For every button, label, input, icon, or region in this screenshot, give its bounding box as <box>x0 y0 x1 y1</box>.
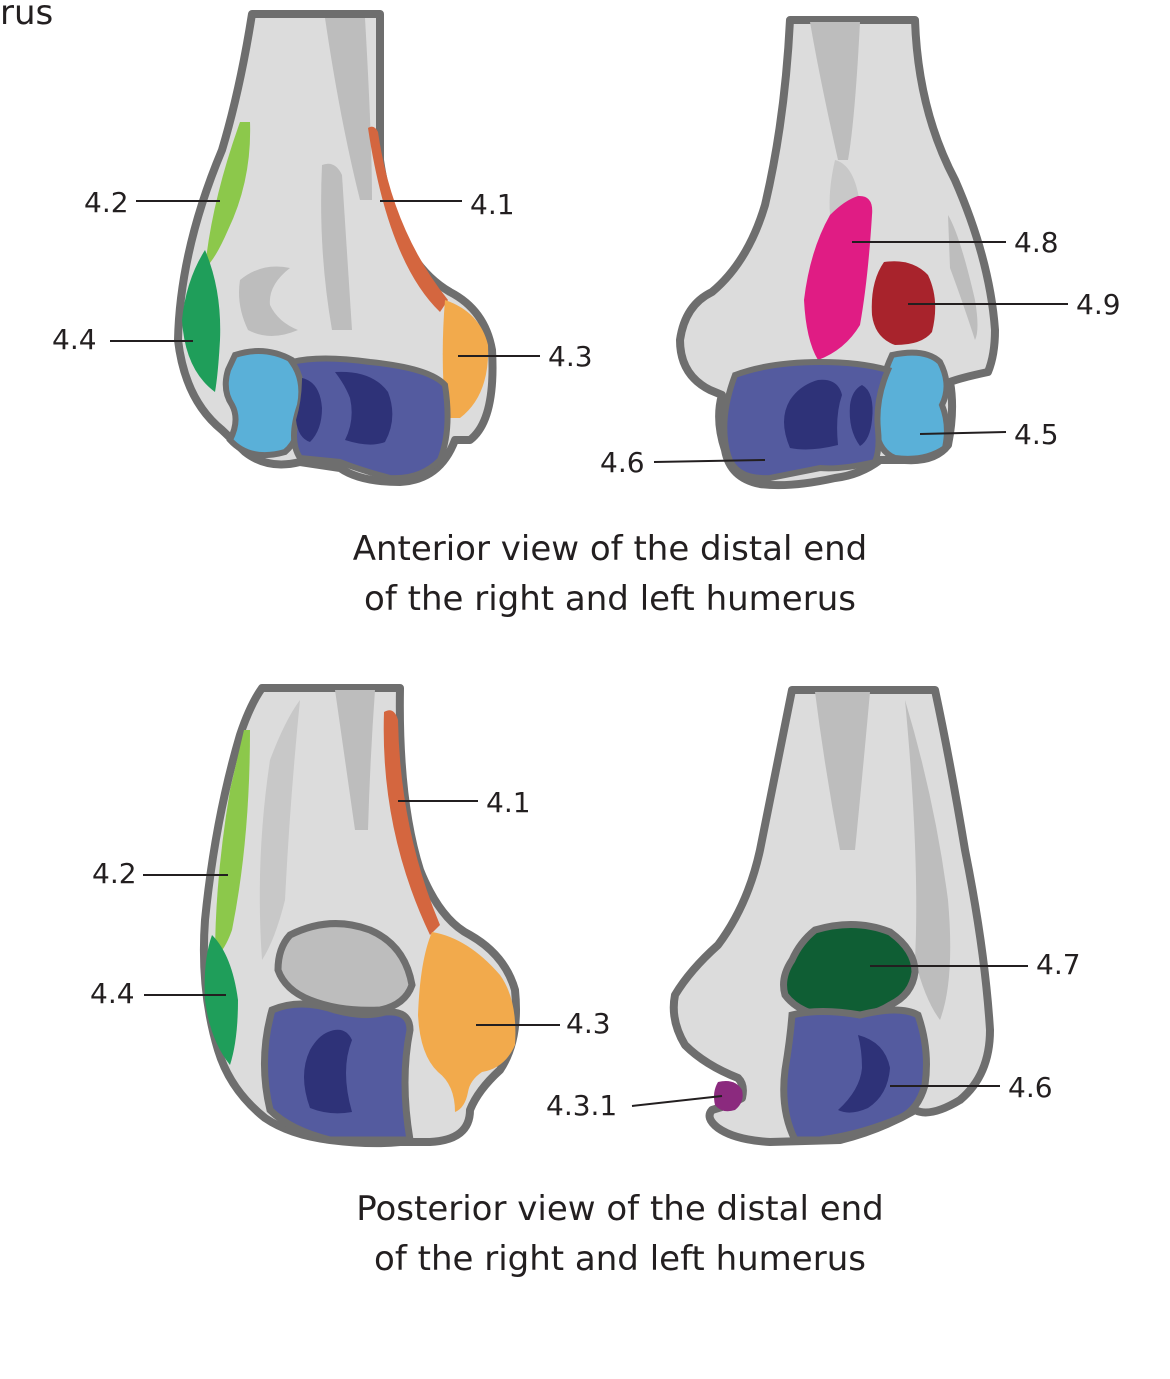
posterior-caption-line-2: of the right and left humerus <box>374 1239 866 1279</box>
region-4-1 <box>383 710 440 935</box>
anterior-caption-line-2: of the right and left humerus <box>364 579 856 619</box>
label-4-3: 4.3 <box>566 1007 611 1040</box>
region-4-3 <box>442 300 489 418</box>
coronoid-fossa <box>239 266 298 336</box>
region-4-6-groove <box>335 371 393 445</box>
anterior-left-labels: 4.8 4.9 4.5 4.6 <box>600 226 1121 479</box>
label-4-2: 4.2 <box>92 857 137 890</box>
label-4-7: 4.7 <box>1036 948 1081 981</box>
region-4-7 <box>780 920 919 1022</box>
region-4-3-1 <box>714 1081 743 1112</box>
bone-shading-2 <box>259 700 300 960</box>
label-4-2: 4.2 <box>84 186 129 219</box>
anterior-right-humerus <box>174 10 497 486</box>
posterior-left-labels: 4.7 4.6 4.3.1 <box>546 948 1081 1122</box>
posterior-left-humerus <box>669 686 994 1146</box>
label-4-4: 4.4 <box>52 323 97 356</box>
region-4-6-groove <box>304 1029 352 1114</box>
label-4-4: 4.4 <box>90 977 135 1010</box>
label-4-1: 4.1 <box>470 188 515 221</box>
region-4-6-groove-2 <box>849 385 873 446</box>
region-4-3 <box>418 932 516 1112</box>
posterior-caption-line-1: Posterior view of the distal end <box>356 1189 884 1229</box>
title-fragment: rus <box>0 0 53 33</box>
label-4-5: 4.5 <box>1014 418 1059 451</box>
shaft-ridge <box>948 215 978 340</box>
anterior-left-humerus <box>676 16 999 490</box>
label-4-6: 4.6 <box>600 446 645 479</box>
region-4-2 <box>205 122 251 268</box>
region-4-6-groove <box>784 379 842 450</box>
bone-shading <box>325 18 372 200</box>
region-4-6-groove-2 <box>296 378 322 442</box>
label-4-9: 4.9 <box>1076 288 1121 321</box>
posterior-right-humerus <box>199 684 520 1148</box>
leader-4-5 <box>919 431 1007 435</box>
bone-shading <box>335 690 375 830</box>
region-4-9 <box>871 261 936 345</box>
label-4-3-1: 4.3.1 <box>546 1089 617 1122</box>
region-4-8 <box>804 195 873 360</box>
leader-4-3-1 <box>631 1095 723 1107</box>
label-4-3: 4.3 <box>548 340 593 373</box>
leader-4-6 <box>653 459 766 463</box>
shaft-ridge <box>905 700 951 1020</box>
label-4-8: 4.8 <box>1014 226 1059 259</box>
region-4-1 <box>368 126 448 313</box>
bone-shading <box>810 22 860 160</box>
posterior-right-labels: 4.1 4.2 4.4 4.3 <box>90 786 611 1040</box>
label-4-1: 4.1 <box>486 786 531 819</box>
region-4-6-groove <box>838 1035 890 1113</box>
region-4-4 <box>182 250 221 392</box>
region-4-4 <box>204 935 238 1065</box>
shaft-ridge <box>321 163 352 330</box>
region-4-2 <box>215 730 250 958</box>
bone-shading <box>815 692 870 850</box>
label-4-6: 4.6 <box>1008 1071 1053 1104</box>
anterior-right-labels: 4.2 4.1 4.4 4.3 <box>52 186 593 373</box>
anterior-caption-line-1: Anterior view of the distal end <box>353 529 868 569</box>
region-4-6 <box>780 1006 930 1144</box>
